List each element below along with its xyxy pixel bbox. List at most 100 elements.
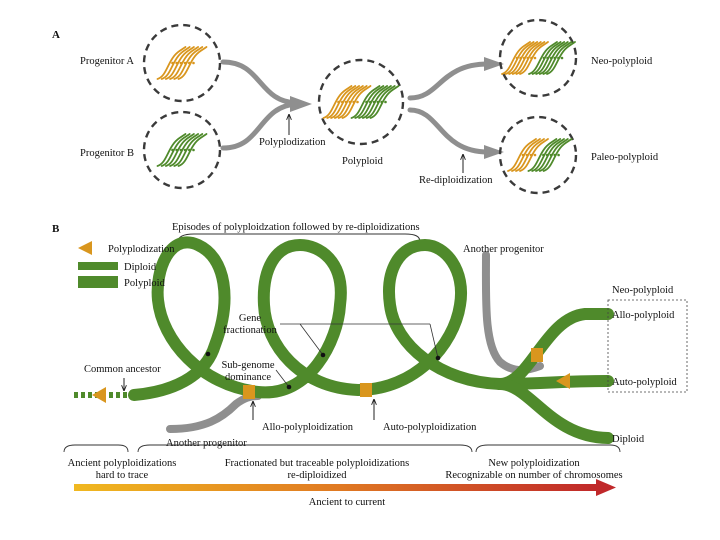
annotation-dots	[205, 351, 441, 390]
chromosome	[160, 133, 191, 167]
chromosome	[354, 85, 385, 119]
allo-polyploidization-label: Allo-polyploidization	[262, 422, 354, 433]
chromosome	[538, 138, 569, 172]
paleo-polyploid-green-chromosomes	[527, 138, 573, 172]
chromosome-centromere	[533, 153, 537, 157]
chromosome	[369, 85, 400, 119]
chromosome	[169, 133, 199, 167]
bracket-3-line1: New polyploidization	[488, 458, 580, 469]
arrow-to-paleo	[484, 145, 504, 159]
era-brackets	[63, 444, 621, 453]
chromosome	[531, 41, 562, 75]
chromosome-centromere	[533, 56, 537, 60]
neo-polyploid-orange-chromosomes	[501, 41, 549, 75]
chromosome	[330, 85, 360, 119]
auto-polyploidization-label: Auto-polyploidization	[383, 422, 477, 433]
episodes-label: Episodes of polyploidzation followed by …	[172, 222, 420, 233]
panel-a-cells	[142, 18, 578, 195]
arrow-to-polyploid	[290, 96, 312, 112]
neo-polyploid-green-chromosomes	[528, 41, 576, 75]
bracket-1-line1: Ancient polyploidizations	[68, 458, 177, 469]
arrow-to-neo	[484, 57, 504, 71]
chromosome	[528, 41, 558, 75]
polyploid-green-chromosomes	[350, 85, 400, 119]
bracket-1-line2: hard to trace	[96, 470, 149, 481]
chromosome-centromere	[560, 56, 564, 60]
panel-b-letter: B	[52, 223, 60, 235]
neo-polyploid-box	[607, 299, 688, 393]
polyploid-label: Polyploid	[342, 156, 384, 167]
chromosome	[519, 41, 549, 75]
neo-polyploid-b-label: Neo-polyploid	[612, 285, 674, 296]
sub-genome-dominance-label-line1: Sub-genome	[221, 360, 274, 371]
chromosome	[156, 46, 187, 80]
bracket-3-line2: Recognizable on number of chromosomes	[445, 470, 622, 481]
chromosome	[546, 41, 576, 75]
chromosome	[358, 85, 388, 119]
chromosome	[341, 85, 372, 119]
progenitor-a-label: Progenitor A	[80, 56, 134, 67]
chromosome	[350, 85, 381, 119]
chromosome-centromere	[192, 148, 195, 152]
neo-polyploid-label: Neo-polyploid	[591, 56, 653, 67]
chromosome	[156, 133, 187, 167]
legend-diploid-swatch	[78, 262, 118, 270]
another-progenitor-branch-bottom	[166, 392, 262, 433]
chromosome	[535, 138, 565, 172]
legend-diploid-label: Diploid	[124, 262, 157, 273]
another-progenitor-bottom-label: Another progenitor	[166, 438, 247, 449]
chromosome	[173, 133, 204, 167]
polyploidization-markers	[92, 348, 570, 403]
chromosome	[511, 138, 541, 172]
chromosome-centromere	[192, 61, 195, 65]
main-lineage	[128, 236, 614, 444]
timeline-label: Ancient to current	[309, 497, 385, 508]
sub-genome-dominance-label-line2: dominance	[225, 372, 271, 383]
chromosome	[542, 138, 573, 172]
paleo-polyploid-orange-chromosomes	[507, 138, 549, 172]
chromosome	[365, 85, 396, 119]
polyploid-orange-chromosomes	[322, 85, 372, 119]
chromosome	[527, 138, 558, 172]
chromosome	[531, 138, 562, 172]
allo-polyploid-right-label: Allo-polyploid	[612, 310, 675, 321]
bracket-2-line2: re-diploidized	[288, 470, 348, 481]
chromosome	[542, 41, 573, 75]
paleo-polyploid-label: Paleo-polyploid	[591, 152, 659, 163]
legend-polyploid-swatch	[78, 276, 118, 288]
panel-a-flow-arrows	[220, 59, 491, 155]
annotation-connector-lines	[275, 323, 439, 388]
chromosome	[177, 133, 208, 167]
chromosome	[511, 41, 542, 75]
timeline-arrow	[74, 479, 616, 496]
progenitor-b-chromosomes	[156, 133, 208, 167]
common-ancestor-label: Common ancestor	[84, 364, 161, 375]
chromosome	[337, 85, 368, 119]
chromosome	[326, 85, 357, 119]
chromosome	[538, 41, 569, 75]
bracket-2-line1: Fractionated but traceable polyploidizat…	[225, 458, 410, 469]
chromosome	[535, 41, 566, 75]
chromosome-centromere	[356, 100, 359, 104]
another-progenitor-top-label: Another progenitor	[463, 244, 544, 255]
chromosome	[160, 46, 191, 80]
chromosome	[507, 138, 537, 172]
chromosome	[177, 46, 208, 80]
gene-fractionation-label-line1: Gene	[239, 313, 261, 324]
chromosome	[504, 41, 535, 75]
progenitor-a-chromosomes	[156, 46, 208, 80]
chromosome	[508, 41, 539, 75]
chromosome	[165, 46, 195, 80]
chromosome-centromere	[557, 153, 560, 157]
chromosome	[519, 138, 549, 172]
legend: Polyplodization Diploid Polyploid	[78, 241, 175, 289]
chromosome	[334, 85, 364, 119]
polyploidization-label: Polyplodization	[259, 137, 326, 148]
chromosome	[515, 41, 546, 75]
chromosome	[515, 138, 545, 172]
chromosome-centromere	[384, 100, 387, 104]
chromosome	[322, 85, 353, 119]
chromosome	[169, 46, 199, 80]
diploid-right-label: Diploid	[612, 434, 645, 445]
